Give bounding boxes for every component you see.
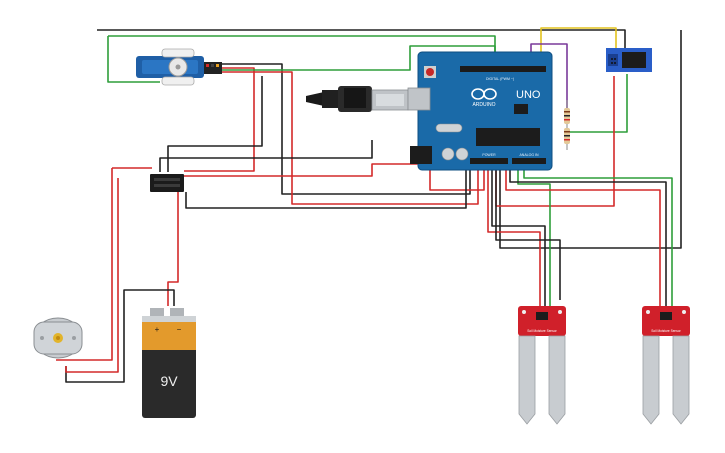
green-wire-top[interactable] (107, 36, 160, 83)
battery-minus-label: − (177, 325, 182, 334)
digital-header-label: DIGITAL (PWM ~) (486, 77, 514, 81)
atmega-chip (476, 128, 540, 146)
black-wire-relay-left[interactable] (159, 140, 373, 172)
battery-9v[interactable]: + − 9V (142, 308, 196, 418)
resistor-2[interactable] (564, 128, 570, 144)
relay-module[interactable] (150, 174, 184, 192)
black-wire-s1[interactable] (491, 170, 546, 308)
orange-wire-servo[interactable] (222, 71, 479, 205)
red-wire-servo[interactable] (184, 67, 255, 172)
red-wire-battery-relay[interactable] (167, 192, 179, 306)
arduino-uno-board[interactable]: DIGITAL (PWM ~) ARDUINO UNO POWER ANALOG… (407, 51, 553, 171)
dc-motor[interactable] (33, 317, 83, 359)
soil-moisture-sensor-2[interactable]: Soil Moisture Sensor (642, 306, 690, 425)
black-wire-s1b[interactable] (495, 170, 561, 300)
green-wire-s2[interactable] (523, 170, 673, 308)
red-wire-s2[interactable] (505, 170, 661, 308)
battery-plus-label: + (155, 325, 160, 334)
sensor-1-label: Soil Moisture Sensor (527, 329, 557, 333)
red-wire-motor-2[interactable] (65, 178, 119, 373)
digital-header (460, 66, 546, 72)
black-wire-servo[interactable] (222, 63, 471, 195)
black-wire-s2[interactable] (509, 170, 667, 308)
black-wire-esp[interactable] (499, 30, 682, 249)
usb-jack (407, 87, 431, 111)
yellow-wire[interactable] (540, 27, 617, 70)
power-header (470, 158, 508, 164)
analog-header (512, 158, 546, 164)
soil-moisture-sensor-1[interactable]: Soil Moisture Sensor (518, 306, 566, 425)
green-wire-s1[interactable] (517, 170, 551, 308)
black-wire-battery[interactable] (65, 289, 175, 383)
green-wire-esp[interactable] (567, 74, 628, 133)
arduino-logo-text: ARDUINO (472, 102, 495, 108)
battery-voltage-label: 9V (160, 373, 178, 389)
black-wire-top[interactable] (97, 29, 626, 50)
analog-header-label: ANALOG IN (519, 153, 539, 157)
black-wire-relay[interactable] (167, 76, 263, 172)
esp8266-module[interactable] (606, 48, 652, 72)
power-header-label: POWER (482, 153, 496, 157)
red-wire-motor[interactable] (56, 168, 113, 361)
sensor-2-label: Soil Moisture Sensor (651, 329, 681, 333)
servo-motor[interactable] (136, 48, 222, 86)
black-wire-relay-bot[interactable] (185, 170, 467, 209)
red-wire-s1[interactable] (487, 170, 541, 308)
usb-cable[interactable] (306, 86, 409, 112)
arduino-logo (471, 88, 497, 100)
uno-label: UNO (516, 89, 541, 101)
power-jack (410, 146, 432, 164)
